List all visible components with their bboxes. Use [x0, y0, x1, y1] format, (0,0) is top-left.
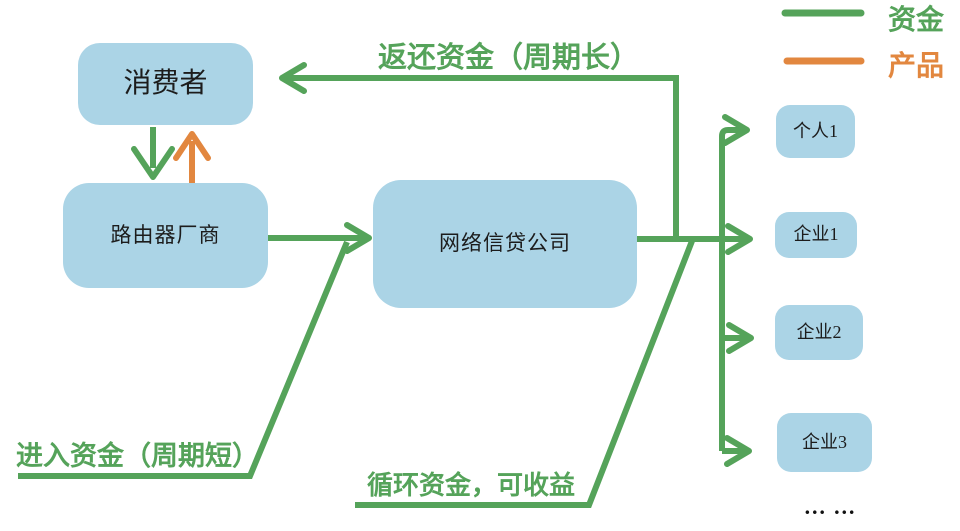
node-online-credit-company: 网络信贷公司: [373, 180, 637, 308]
node-credit-label: 网络信贷公司: [439, 231, 571, 256]
node-router-label: 路由器厂商: [110, 222, 221, 247]
ellipsis-more-borrowers: … …: [803, 494, 857, 519]
label-entering-funds-short-cycle: 进入资金（周期短）: [16, 441, 259, 471]
node-consumer: 消费者: [78, 43, 253, 125]
arrow-funds-spine-to-person1: [719, 114, 750, 451]
node-company3-label: 企业3: [802, 431, 847, 452]
arrow-funds-return-to-consumer: [279, 62, 679, 239]
node-company3: 企业3: [777, 413, 872, 472]
label-return-funds-long-cycle: 返还资金（周期长）: [378, 42, 640, 74]
node-company2: 企业2: [775, 305, 863, 360]
node-company2-label: 企业2: [796, 321, 842, 342]
node-company1-label: 企业1: [793, 224, 839, 245]
legend-funds-label: 资金: [888, 5, 945, 36]
node-company1: 企业1: [775, 212, 857, 258]
node-person1-label: 个人1: [793, 120, 838, 141]
node-router-manufacturer: 路由器厂商: [63, 183, 268, 288]
line-cycle-funds: [355, 239, 695, 508]
line-entering-funds: [18, 240, 350, 479]
legend-product-label: 产品: [888, 51, 945, 82]
node-person1: 个人1: [776, 105, 855, 158]
label-cycle-funds-profitable: 循环资金，可收益: [366, 471, 575, 500]
node-consumer-label: 消费者: [123, 67, 208, 99]
